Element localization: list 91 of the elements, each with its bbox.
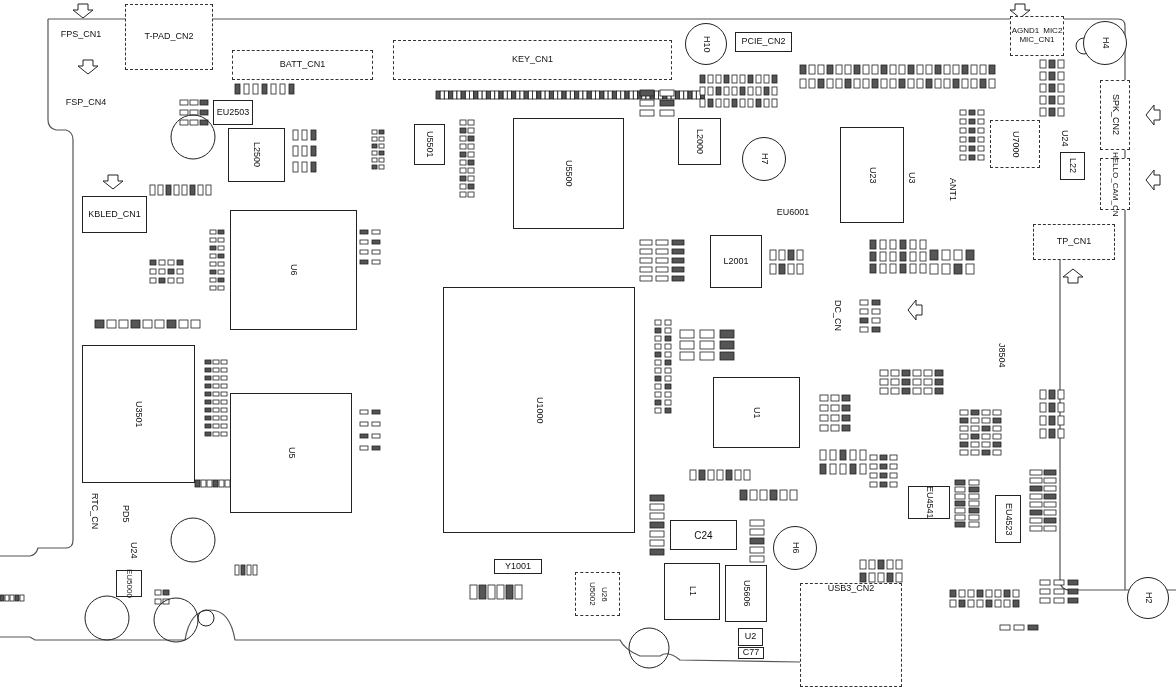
connector-outline — [1010, 16, 1064, 56]
connector-outline — [990, 120, 1040, 168]
component-outline — [82, 345, 195, 483]
connector-outline — [1033, 224, 1115, 260]
reference-designator: C77 — [742, 648, 760, 658]
reference-designator: H10 — [701, 35, 711, 53]
reference-designator: ANT1 — [947, 178, 957, 202]
component-outline — [513, 118, 624, 229]
component-outline — [228, 128, 285, 182]
component-outline — [713, 377, 800, 448]
reference-designator: U2 — [744, 632, 757, 642]
component-outline — [230, 393, 352, 513]
component-outline — [213, 100, 253, 125]
reference-designator: EU4523 — [1003, 502, 1013, 536]
mounting-hole — [685, 23, 727, 65]
component-outline — [995, 495, 1021, 543]
component-outline — [738, 628, 763, 646]
reference-designator: RTC_CN — [89, 492, 99, 530]
reference-designator: FSP_CN4 — [65, 98, 107, 108]
component-outline — [738, 647, 764, 659]
reference-designator: EU5000 — [124, 569, 134, 598]
reference-designator: FPS_CN1 — [60, 30, 102, 40]
reference-designator: MIC_CN1 — [1019, 36, 1055, 45]
reference-designator: Y1001 — [505, 561, 531, 572]
reference-designator: U24 — [128, 541, 138, 559]
component-outline — [840, 127, 904, 223]
component-outline — [443, 287, 635, 533]
reference-designator: EU4541 — [924, 486, 934, 519]
reference-designator: U5500 — [563, 160, 574, 187]
component-outline — [908, 486, 950, 519]
reference-designator: KBLED_CN1 — [88, 209, 141, 220]
reference-designator: H2 — [1143, 592, 1153, 604]
reference-designator: PD5 — [120, 505, 130, 523]
component-outline — [494, 559, 542, 574]
reference-designator: L2500 — [251, 142, 262, 168]
reference-designator: SPK_CN2 — [1110, 94, 1120, 136]
reference-designator: EU6001 — [776, 208, 810, 218]
reference-designator: U7000 — [1010, 130, 1020, 158]
reference-designator: MIC2 — [1043, 27, 1063, 36]
reference-designator: U5 — [286, 447, 296, 459]
reference-designator: AGND1 — [1011, 27, 1040, 36]
reference-designator: H4 — [1100, 37, 1110, 49]
reference-designator: L2000 — [694, 129, 705, 154]
reference-designator: U5606 — [741, 580, 751, 607]
component-outline — [725, 565, 767, 622]
reference-designator: U3501 — [133, 400, 144, 428]
connector-outline — [125, 4, 213, 70]
mounting-hole — [742, 137, 786, 181]
reference-designator: U23 — [867, 166, 877, 184]
reference-designator: KEY_CN1 — [512, 55, 553, 65]
reference-designator: L22 — [1067, 158, 1078, 174]
mounting-hole — [1127, 577, 1169, 619]
reference-designator: TP_CN1 — [1056, 237, 1092, 247]
reference-designator: U6 — [288, 264, 299, 276]
reference-designator: H6 — [790, 542, 800, 554]
reference-designator: USB3_CN2 — [827, 584, 875, 594]
reference-designator: PCIE_CN2 — [741, 37, 786, 47]
component-outline — [116, 570, 142, 597]
component-outline — [230, 210, 357, 330]
reference-designator: DC_CN — [832, 300, 842, 332]
connector-outline — [232, 50, 373, 80]
reference-designator: J8504 — [996, 342, 1006, 368]
reference-designator: U1 — [751, 406, 762, 419]
component-outline — [664, 563, 720, 620]
reference-designator: C24 — [694, 529, 713, 541]
reference-designator: L1 — [687, 586, 697, 597]
component-outline — [82, 196, 147, 233]
reference-designator: EU2503 — [216, 107, 250, 118]
component-outline — [710, 235, 762, 288]
component-outline — [735, 32, 792, 52]
reference-designator: U26 — [599, 586, 609, 602]
component-outline — [670, 520, 737, 550]
mounting-hole — [773, 526, 817, 570]
reference-designator: U5002 — [586, 582, 596, 606]
reference-designator: L2001 — [723, 256, 749, 267]
connector-outline — [800, 583, 902, 687]
reference-designator: U5501 — [424, 131, 435, 158]
connector-outline — [1100, 80, 1130, 150]
component-outline — [678, 118, 721, 165]
reference-designator: H7 — [759, 153, 769, 165]
connector-outline — [393, 40, 672, 80]
reference-designator: T-PAD_CN2 — [144, 32, 194, 42]
connector-outline — [575, 572, 620, 616]
reference-designator: U1000 — [534, 396, 544, 424]
reference-designator: U3 — [906, 172, 916, 184]
mounting-hole — [1083, 21, 1127, 65]
component-outline — [1060, 152, 1085, 180]
component-outline — [414, 124, 445, 165]
reference-designator: BATT_CN1 — [279, 60, 326, 70]
reference-designator: U24 — [1059, 129, 1069, 147]
reference-designator: HELLO_CAM_CN — [1110, 151, 1120, 217]
